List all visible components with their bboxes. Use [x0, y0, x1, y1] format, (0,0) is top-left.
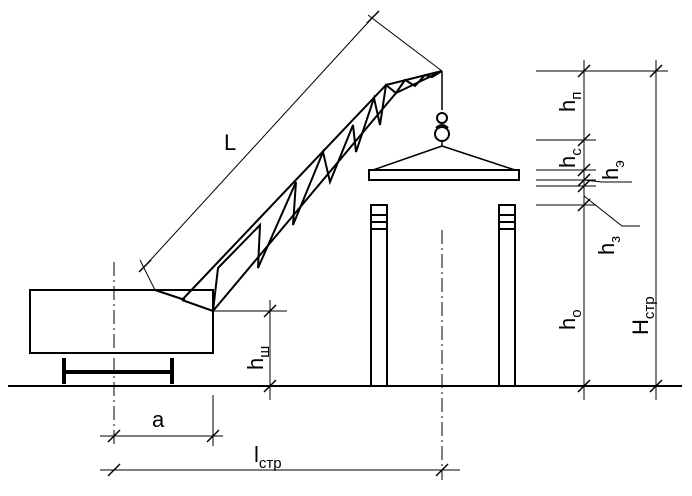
label-h-e: hэ	[598, 160, 628, 180]
label-L: L	[224, 130, 236, 155]
svg-text:hэ: hэ	[598, 160, 628, 180]
crane-body	[29, 289, 214, 354]
hook-assembly	[434, 71, 450, 142]
dim-L	[138, 10, 443, 291]
dim-a	[100, 395, 223, 446]
left-column	[370, 204, 388, 387]
slings	[372, 140, 516, 171]
svg-text:hз: hз	[594, 236, 624, 255]
label-h-s: hс	[555, 148, 585, 168]
svg-text:L: L	[224, 130, 236, 155]
svg-text:hо: hо	[555, 309, 585, 330]
label-l-str: lстр	[254, 442, 282, 472]
svg-text:a: a	[152, 407, 165, 432]
label-h-o: hо	[555, 309, 585, 330]
label-h-z: hз	[594, 236, 624, 255]
svg-text:Hстр: Hстр	[628, 296, 658, 335]
label-h-p: hп	[555, 92, 585, 112]
dim-l-str	[100, 463, 460, 477]
svg-text:hш: hш	[243, 346, 273, 370]
label-h-sh: hш	[243, 346, 273, 370]
right-column	[498, 204, 516, 387]
label-a: a	[152, 407, 165, 432]
crane-tracks	[62, 358, 174, 384]
dim-h-sh	[213, 300, 287, 400]
svg-text:hп: hп	[555, 92, 585, 112]
svg-text:hс: hс	[555, 148, 585, 168]
dim-chain	[536, 60, 640, 400]
lifted-slab	[368, 169, 520, 181]
svg-text:lстр: lстр	[254, 442, 282, 472]
crane-boom	[181, 70, 443, 313]
label-H-str: Hстр	[628, 296, 658, 335]
boom-heel-stub	[154, 289, 186, 301]
